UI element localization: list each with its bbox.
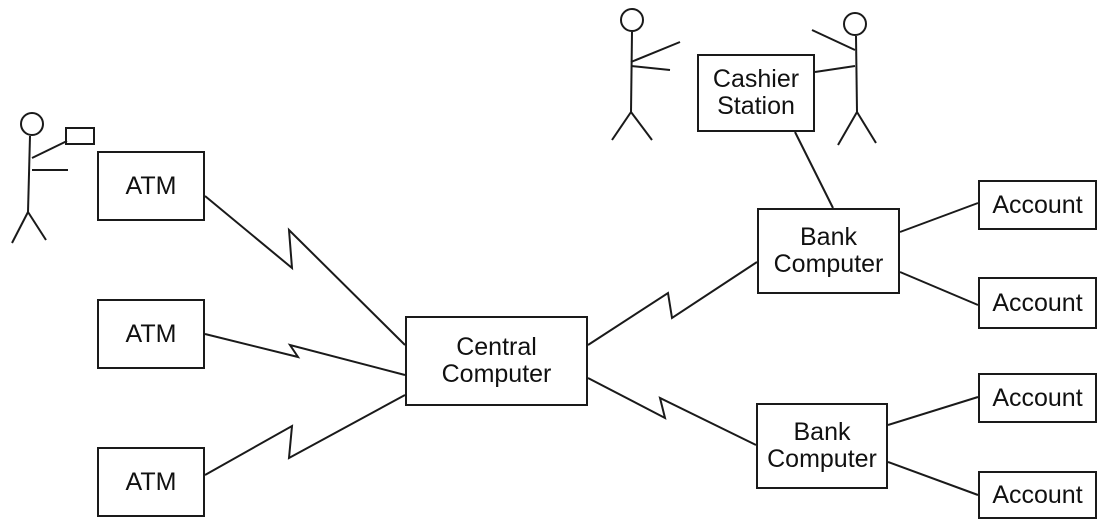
bank-computer-label-line1: Bank: [800, 223, 857, 251]
bank-computer-label-line2: Computer: [773, 250, 884, 278]
atm-label: ATM: [125, 171, 177, 200]
bank-computer-label-line2: Computer: [767, 445, 877, 473]
bank-computer-box: Bank Computer: [757, 208, 900, 294]
central-computer-box: Central Computer: [405, 316, 588, 406]
atm-box: ATM: [97, 151, 205, 221]
atm-label: ATM: [125, 319, 177, 348]
link-atm2-central: [204, 333, 406, 376]
link-bank1-account2: [899, 271, 979, 306]
cashier-station-label-line2: Station: [717, 92, 795, 120]
bank-staff-figure-icon: [811, 12, 877, 146]
link-atm3-central: [204, 394, 406, 476]
bank-computer-box: Bank Computer: [756, 403, 888, 489]
link-atm1-central: [204, 195, 406, 346]
customer-figure-icon: [11, 112, 95, 244]
cashier-figure-icon: [611, 8, 681, 141]
account-label: Account: [992, 383, 1083, 412]
link-bank1-account1: [899, 202, 979, 233]
link-cashier-bank1: [794, 131, 834, 209]
account-box: Account: [978, 180, 1097, 230]
account-box: Account: [978, 471, 1097, 519]
bank-computer-label-line1: Bank: [793, 418, 851, 446]
link-bank2-account4: [887, 461, 979, 496]
cashier-station-label-line1: Cashier: [712, 65, 800, 93]
atm-label: ATM: [125, 467, 177, 496]
link-central-bank2: [587, 377, 757, 446]
cashier-station-box: Cashier Station: [697, 54, 815, 132]
atm-box: ATM: [97, 447, 205, 517]
account-label: Account: [992, 480, 1083, 509]
account-box: Account: [978, 277, 1097, 329]
atm-box: ATM: [97, 299, 205, 369]
link-bank2-account3: [887, 396, 979, 426]
bank-card-icon: [65, 127, 95, 145]
central-computer-label-line1: Central: [456, 333, 537, 361]
account-box: Account: [978, 373, 1097, 423]
link-central-bank1: [587, 261, 758, 346]
account-label: Account: [992, 190, 1083, 219]
account-label: Account: [992, 288, 1083, 317]
central-computer-label-line2: Computer: [441, 360, 552, 388]
